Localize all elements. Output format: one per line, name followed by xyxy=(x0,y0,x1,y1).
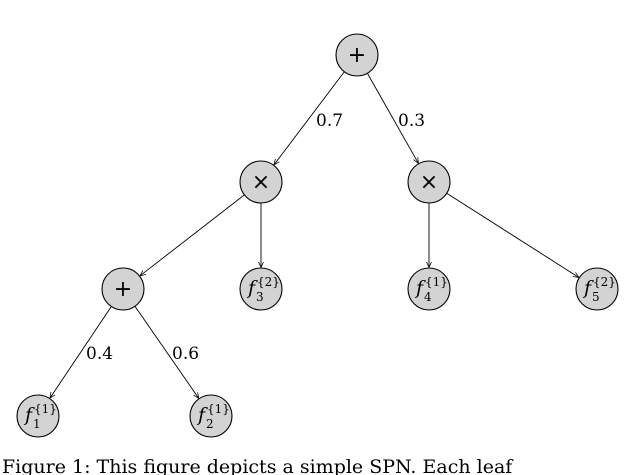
sum-symbol: + xyxy=(348,43,366,68)
node-circle xyxy=(239,160,283,204)
edge-root-prodL xyxy=(274,71,345,165)
figure-caption: Figure 1: This figure depicts a simple S… xyxy=(2,456,514,475)
leaf-function: f xyxy=(414,277,426,299)
leaf-function: f xyxy=(246,277,258,299)
edge-weight-sumL-f2: 0.6 xyxy=(172,344,199,364)
leaf-node-f4: f{1}4 xyxy=(407,267,451,311)
leaf-node-f2: f{1}2 xyxy=(189,394,233,438)
edge-prodR-f5 xyxy=(446,192,579,277)
leaf-function: f xyxy=(196,404,208,426)
operator-node-sumL: + xyxy=(101,267,145,311)
leaf-subscript: 4 xyxy=(424,290,432,304)
edge-weight-root-prodR: 0.3 xyxy=(398,111,425,131)
leaf-subscript: 1 xyxy=(33,417,41,431)
leaf-subscript: 3 xyxy=(256,290,264,304)
node-circle xyxy=(407,267,451,311)
node-circle xyxy=(407,160,451,204)
edge-sumL-f1 xyxy=(50,306,112,398)
node-circle xyxy=(575,267,619,311)
product-symbol: × xyxy=(420,170,438,195)
leaf-node-f1: f{1}1 xyxy=(16,394,60,438)
node-circle xyxy=(16,394,60,438)
operator-node-prodL: × xyxy=(239,160,283,204)
leaf-function: f xyxy=(582,277,594,299)
node-circle xyxy=(189,394,233,438)
edge-weight-sumL-f1: 0.4 xyxy=(86,344,113,364)
product-symbol: × xyxy=(252,170,270,195)
leaf-superscript: {1} xyxy=(425,275,448,289)
leaf-subscript: 2 xyxy=(206,417,214,431)
node-circle xyxy=(101,267,145,311)
operator-node-prodR: × xyxy=(407,160,451,204)
leaf-superscript: {2} xyxy=(257,275,280,289)
node-circle xyxy=(239,267,283,311)
edge-weight-root-prodL: 0.7 xyxy=(316,111,343,131)
sum-symbol: + xyxy=(114,277,132,302)
leaf-superscript: {1} xyxy=(34,402,57,416)
edge-sumL-f2 xyxy=(134,306,199,398)
edge-root-prodR xyxy=(366,73,418,163)
leaf-function: f xyxy=(23,404,35,426)
leaf-superscript: {1} xyxy=(207,402,230,416)
operator-node-root: + xyxy=(335,33,379,77)
leaf-node-f5: f{2}5 xyxy=(575,267,619,311)
leaf-superscript: {2} xyxy=(593,275,616,289)
leaf-node-f3: f{2}3 xyxy=(239,267,283,311)
node-circle xyxy=(335,33,379,77)
edge-prodL-sumL xyxy=(140,194,245,276)
leaf-subscript: 5 xyxy=(592,290,600,304)
